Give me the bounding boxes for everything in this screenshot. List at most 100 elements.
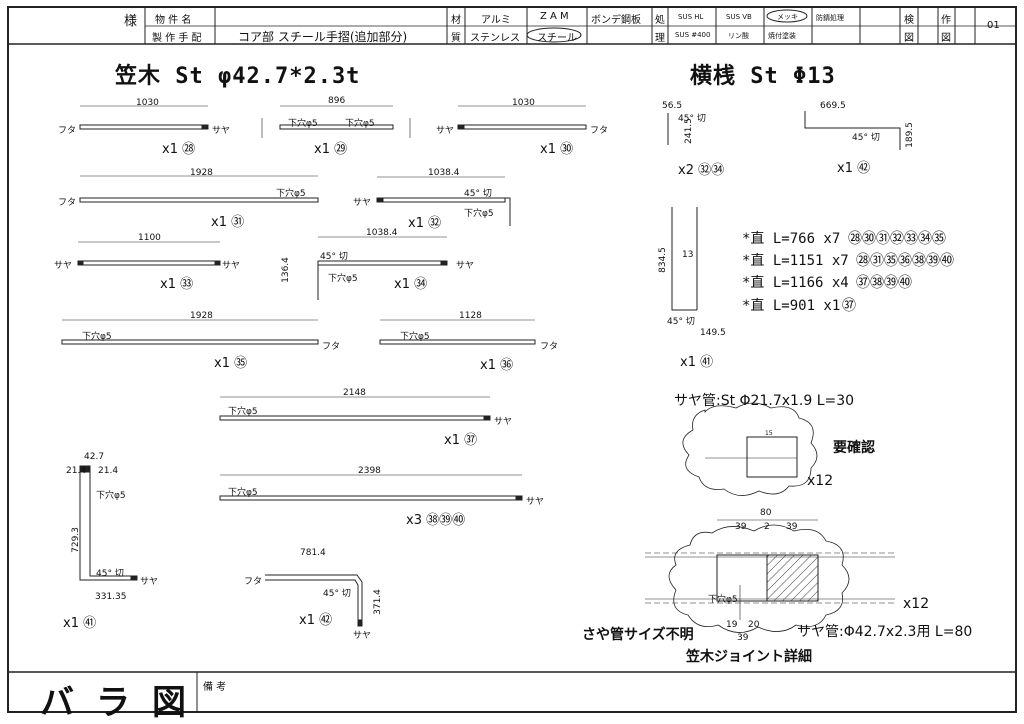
label-32: x1 ㉜: [408, 216, 442, 231]
shitaana-29b: 下穴φ5: [345, 119, 375, 129]
dim-20: 20: [748, 620, 760, 630]
saya-41: サヤ: [140, 577, 159, 587]
cut45-41: 45° 切: [96, 569, 124, 579]
zai-label: 材: [451, 15, 461, 26]
label-38: x3 ㊳㊴㊵: [406, 513, 466, 528]
fin-sushl: SUS HL: [678, 13, 704, 21]
zu1-label: 図: [904, 33, 914, 44]
label-29: x1 ㉙: [314, 142, 348, 157]
saya-30: サヤ: [436, 126, 455, 136]
joint-x12: x12: [903, 596, 930, 612]
dim-1030-a: 1030: [136, 98, 159, 108]
dim-6695: 669.5: [820, 101, 846, 111]
mat-stainless: ステンレス: [470, 33, 520, 44]
dim-565: 56.5: [662, 101, 683, 111]
fin-mekki: メッキ: [777, 13, 798, 21]
saya-33a: サヤ: [54, 261, 73, 271]
saya-unknown: さや管サイズ不明: [582, 627, 694, 643]
saya-28: サヤ: [212, 126, 231, 136]
label-36: x1 ㊱: [480, 358, 514, 373]
mat-bonde: ボンデ鋼板: [591, 15, 641, 26]
dim-15: 15: [765, 430, 773, 437]
joint-caption: 笠木ジョイント詳細: [686, 649, 812, 665]
biko-label: 備 考: [203, 682, 227, 693]
dim-1495: 149.5: [700, 328, 726, 338]
dim-1030-b: 1030: [512, 98, 535, 108]
futa-35: フタ: [322, 342, 341, 352]
saya-confirm: 要確認: [833, 440, 875, 456]
fin-sus400: SUS #400: [675, 31, 711, 39]
dim-2398: 2398: [358, 466, 381, 476]
seisaku-label: 製 作 手 配: [152, 33, 202, 44]
label-42b: x1 ㊷: [837, 161, 871, 176]
mat-steel: スチール: [537, 33, 577, 44]
saku-label: 作: [941, 15, 951, 26]
shitaana-29a: 下穴φ5: [288, 119, 318, 129]
fin-susvb: SUS VB: [726, 13, 752, 21]
label-31: x1 ㉛: [211, 215, 245, 230]
label-35: x1 ㉟: [214, 356, 248, 371]
shitaana-37: 下穴φ5: [228, 407, 258, 417]
zu2-label: 図: [941, 33, 951, 44]
shitsu-label: 質: [451, 33, 461, 44]
product-name: コア部 スチール手摺(追加部分): [238, 30, 408, 44]
shitaana-32: 下穴φ5: [464, 209, 494, 219]
saya-37: サヤ: [494, 417, 513, 427]
shitaana-36: 下穴φ5: [400, 332, 430, 342]
straight-note-1: *直 L=766 x7: [742, 231, 841, 247]
futa-42: フタ: [244, 577, 263, 587]
dim-39-a: 39: [735, 522, 747, 532]
futa-30: フタ: [590, 126, 609, 136]
straight-note-3: *直 L=1166 x4: [742, 275, 849, 291]
cut45-y41: 45° 切: [667, 317, 695, 327]
dim-19: 19: [726, 620, 738, 630]
dim-331: 331.35: [95, 592, 127, 602]
shitaana-joint: 下穴φ5: [708, 595, 738, 605]
dim-1895: 189.5: [904, 122, 915, 148]
label-34: x1 ㉞: [394, 277, 428, 292]
label-41: x1 ㊶: [63, 616, 97, 631]
label-37: x1 ㊲: [444, 433, 478, 448]
futa-31: フタ: [58, 198, 77, 208]
fin-yakitsuke: 焼付塗装: [768, 32, 796, 40]
dim-1928-b: 1928: [190, 311, 213, 321]
ri-label: 理: [655, 33, 665, 44]
saya-42: サヤ: [353, 631, 372, 641]
dim-1038-b: 1038.4: [366, 228, 398, 238]
cut45-34: 45° 切: [320, 252, 348, 262]
label-41b: x1 ㊶: [680, 355, 714, 370]
fin-rinsan: リン酸: [728, 32, 749, 40]
saya-38: サヤ: [526, 497, 545, 507]
dim-136: 136.4: [280, 257, 291, 283]
cut45-32: 45° 切: [464, 189, 492, 199]
saya-32: サヤ: [353, 198, 372, 208]
ken-label: 検: [904, 15, 914, 26]
label-30: x1 ㉚: [540, 142, 574, 157]
kasagi-heading: 笠木 St φ42.7*2.3t: [115, 64, 361, 89]
straight-refs-2: ㉘㉛㉟㊱㊳㊴㊵: [856, 253, 954, 269]
label-32-34: x2 ㉜㉞: [678, 163, 725, 178]
sama-label: 様: [124, 14, 138, 29]
bara-zu-title: バラ図: [40, 683, 208, 723]
straight-refs-1: ㉘㉚㉛㉜㉝㉞㉟: [848, 231, 946, 247]
dim-371: 371.4: [372, 589, 383, 615]
saya-33b: サヤ: [222, 261, 241, 271]
dim-214-41b: 21.4: [98, 466, 119, 476]
shitaana-41: 下穴φ5: [96, 491, 126, 501]
dim-427-41: 42.7: [84, 452, 105, 462]
shitaana-35: 下穴φ5: [82, 332, 112, 342]
dim-1928-a: 1928: [190, 168, 213, 178]
cut45-42: 45° 切: [323, 589, 351, 599]
sheet-number: 01: [987, 20, 1000, 31]
futa-28: フタ: [58, 126, 77, 136]
dim-2: 2: [764, 522, 770, 532]
shitaana-38: 下穴φ5: [228, 488, 258, 498]
bukken-label: 物 件 名: [155, 15, 192, 26]
dim-8345: 834.5: [657, 247, 668, 273]
label-33: x1 ㉝: [160, 277, 194, 292]
dim-39-c: 39: [737, 633, 749, 643]
saya-spec: サヤ管:St Φ21.7x1.9 L=30: [674, 393, 855, 409]
mat-zam: Z A M: [540, 11, 569, 22]
